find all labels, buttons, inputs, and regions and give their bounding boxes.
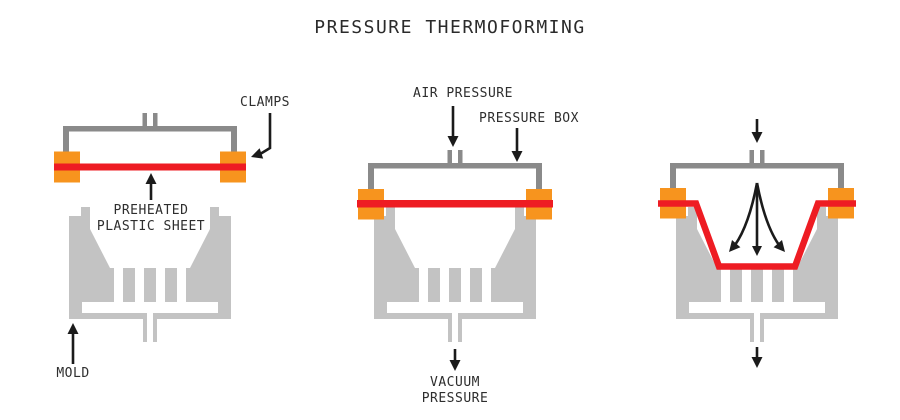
pressure-box-frame-stage3	[670, 150, 844, 189]
label-mold: MOLD	[56, 366, 90, 381]
label-vacuum-line2: PRESSURE	[421, 391, 489, 406]
airflow-left-arrow-shaft	[733, 182, 759, 246]
pressure-box-arrow-head	[511, 151, 523, 162]
air-port-stub	[749, 150, 754, 169]
air-port-stub	[153, 113, 158, 132]
frame-right-leg	[838, 163, 844, 189]
label-preheated-line2: PLASTIC SHEET	[96, 219, 206, 234]
label-preheated-line1: PREHEATED	[113, 203, 189, 218]
plastic-sheet-flat-stage1	[54, 163, 246, 171]
frame-left-leg	[63, 126, 69, 152]
air-port-stub	[760, 150, 765, 169]
frame-left-leg	[670, 163, 676, 189]
airflow-right-arrow-shaft	[755, 182, 781, 246]
airflow-center-arrow-head	[752, 246, 762, 256]
label-pressure-box: PRESSURE BOX	[479, 111, 579, 126]
plastic-sheet-flat-stage2	[357, 200, 553, 208]
clamps-arrow-shaft	[260, 113, 272, 155]
diagram-title: PRESSURE THERMOFORMING	[314, 17, 586, 38]
frame-top-bar	[670, 163, 844, 169]
arrow-shafts-layer	[71, 106, 781, 364]
formed-sheet-layer	[658, 200, 856, 270]
air-port-stub	[458, 150, 463, 169]
air-inlet-arrow-head-stage3	[751, 132, 763, 143]
frame-left-leg	[368, 163, 374, 189]
vacuum-pressure-arrow-head	[449, 360, 461, 371]
air-pressure-arrow-head	[447, 136, 459, 147]
label-air-pressure: AIR PRESSURE	[413, 86, 513, 101]
frame-top-bar	[63, 126, 237, 132]
pressure-box-frames-layer	[63, 113, 844, 189]
plastic-sheets-layer	[54, 163, 553, 208]
air-port-stub	[447, 150, 452, 169]
frame-right-leg	[536, 163, 542, 189]
plastic-sheet-formed-stage3	[658, 200, 856, 270]
clamps-arrow-head	[251, 148, 264, 159]
label-vacuum-line1: VACUUM	[430, 375, 480, 390]
air-port-stub	[142, 113, 147, 132]
mold-arrow-head	[67, 323, 79, 334]
arrow-heads-layer	[67, 132, 785, 371]
airflow-left-arrow-head	[729, 240, 741, 252]
mold-stage2	[374, 207, 536, 342]
frame-right-leg	[231, 126, 237, 152]
airflow-right-arrow-head	[773, 240, 785, 252]
preheated-sheet-arrow-head	[145, 173, 157, 184]
pressure-box-frame-stage2	[368, 150, 542, 189]
vacuum-outlet-arrow-head-stage3	[751, 357, 763, 368]
frame-top-bar	[368, 163, 542, 169]
label-clamps: CLAMPS	[240, 95, 290, 110]
pressure-box-frame-stage1	[63, 113, 237, 152]
